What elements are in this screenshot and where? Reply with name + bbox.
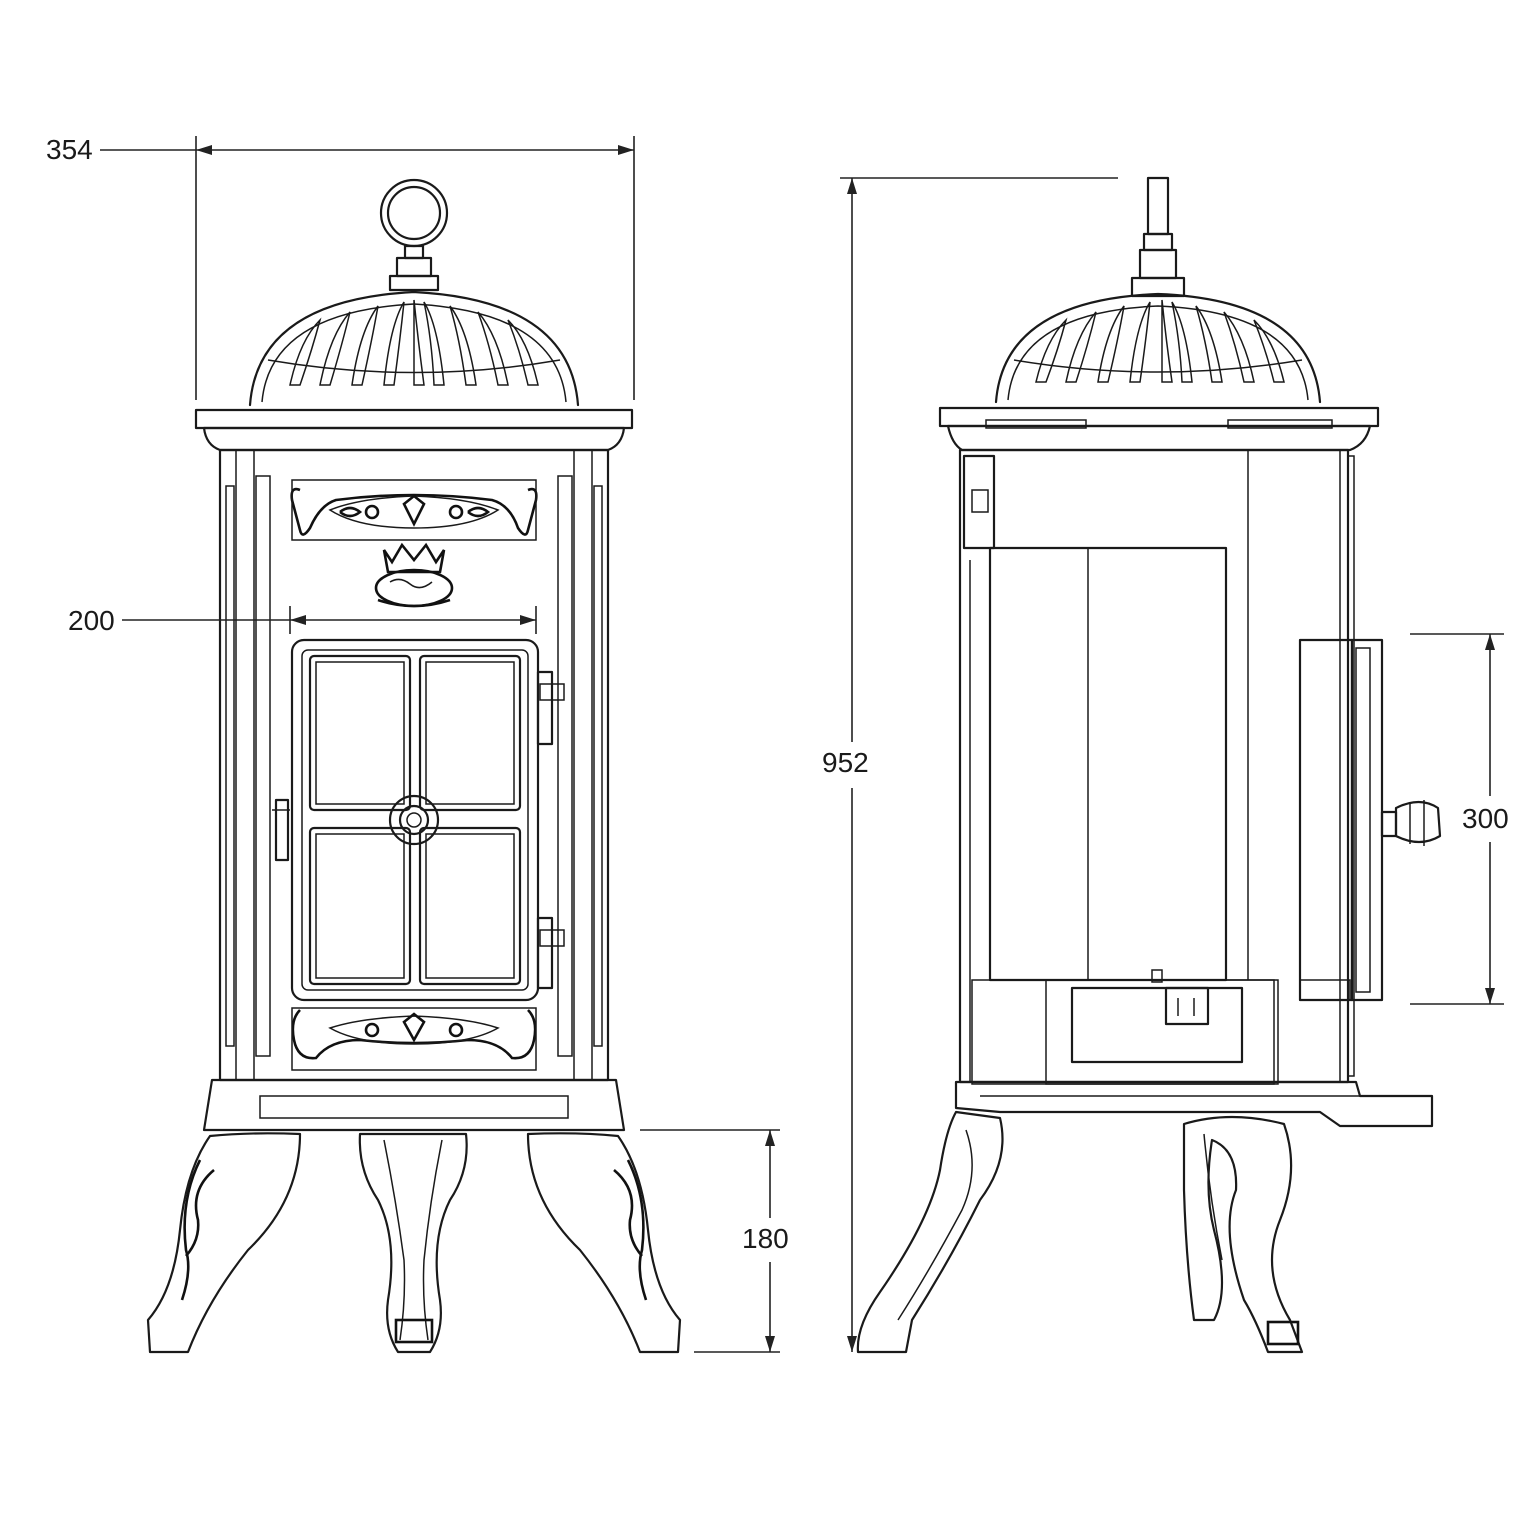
- side-door-height-label: 300: [1462, 803, 1509, 834]
- front-dome: [248, 290, 580, 407]
- dimension-side-door-height: 300: [1410, 633, 1509, 1005]
- overall-height-label: 952: [822, 747, 869, 778]
- overall-width-label: 354: [46, 134, 93, 165]
- dimension-door-width: 200: [68, 605, 537, 636]
- leg-height-label: 180: [742, 1223, 789, 1254]
- front-view: [146, 178, 682, 1354]
- side-base: [954, 1080, 1434, 1128]
- side-door: [1298, 638, 1442, 1002]
- top-ring-handle: [379, 178, 449, 292]
- dimension-overall-width: 354: [46, 134, 635, 400]
- front-legs: [146, 1132, 682, 1354]
- door-width-label: 200: [68, 605, 115, 636]
- side-legs: [856, 1110, 1304, 1354]
- side-cornice: [938, 406, 1380, 452]
- bottom-ornament-panel: [291, 1007, 537, 1071]
- front-base: [202, 1078, 626, 1132]
- side-view: [856, 176, 1442, 1354]
- side-flue-finial: [1130, 176, 1186, 298]
- side-dome: [994, 292, 1322, 404]
- front-body: [218, 448, 610, 1082]
- top-ornament-panel: [290, 479, 538, 541]
- front-door: [272, 638, 565, 1002]
- dimension-overall-height: 952: [822, 177, 1118, 1352]
- front-cornice: [194, 408, 634, 452]
- crown-emblem: [374, 542, 454, 608]
- side-ash-drawer: [971, 969, 1279, 1085]
- dimension-leg-height: 180: [640, 1129, 789, 1353]
